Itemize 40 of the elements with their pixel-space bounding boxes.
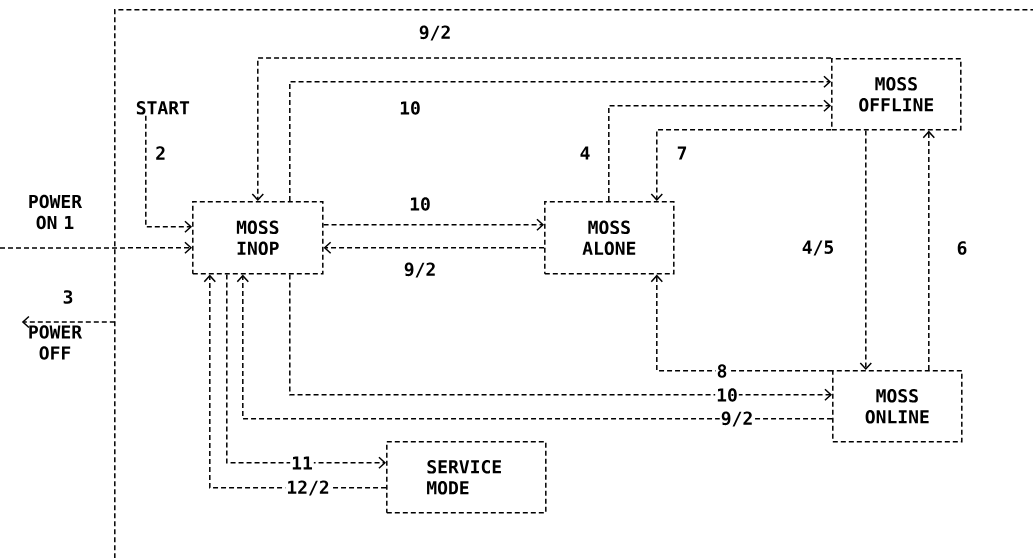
edge-label: 11 xyxy=(290,455,314,471)
edge-label: 3 xyxy=(61,289,75,305)
start-text: START xyxy=(136,101,190,115)
arrow xyxy=(650,129,832,202)
edge-label: 9/2 xyxy=(417,24,453,42)
arrow xyxy=(145,115,193,234)
arrow xyxy=(322,218,545,232)
state-box: MOSS INOP xyxy=(192,201,324,275)
arrow xyxy=(608,99,832,202)
edge-label: 12/2 xyxy=(285,479,331,497)
state-box: MOSS ONLINE xyxy=(832,370,963,443)
edge-label: 9/2 xyxy=(402,261,438,279)
state-box: SERVICE MODE xyxy=(386,441,547,514)
state-text: POWER OFF xyxy=(29,325,83,360)
edge-label: 4/5 xyxy=(800,239,836,257)
arrow xyxy=(922,130,936,371)
edge-label: 9/2 xyxy=(719,410,755,428)
arrow xyxy=(650,274,833,372)
edge-label: 10 xyxy=(715,387,739,403)
edge-label: 2 xyxy=(154,145,168,161)
arrow xyxy=(289,75,832,202)
arrow xyxy=(323,241,545,255)
arrow xyxy=(289,273,833,402)
arrow xyxy=(226,273,387,470)
arrow xyxy=(203,274,387,489)
arrow xyxy=(0,241,193,255)
edge-label: 8 xyxy=(715,363,729,379)
edge-label: 10 xyxy=(398,100,422,116)
arrow xyxy=(21,315,116,329)
edge-label: 10 xyxy=(408,196,432,212)
state-box: MOSS ALONE xyxy=(544,201,675,275)
arrow xyxy=(236,274,833,420)
boundary-frame xyxy=(114,9,1033,558)
state-box: MOSS OFFLINE xyxy=(831,58,962,131)
arrow xyxy=(251,57,832,202)
edge-label: 7 xyxy=(675,145,689,161)
arrow xyxy=(859,129,873,371)
edge-label: 6 xyxy=(955,240,969,256)
edge-label: POWER ON 1 xyxy=(24,193,86,231)
edge-label: 4 xyxy=(578,145,592,161)
